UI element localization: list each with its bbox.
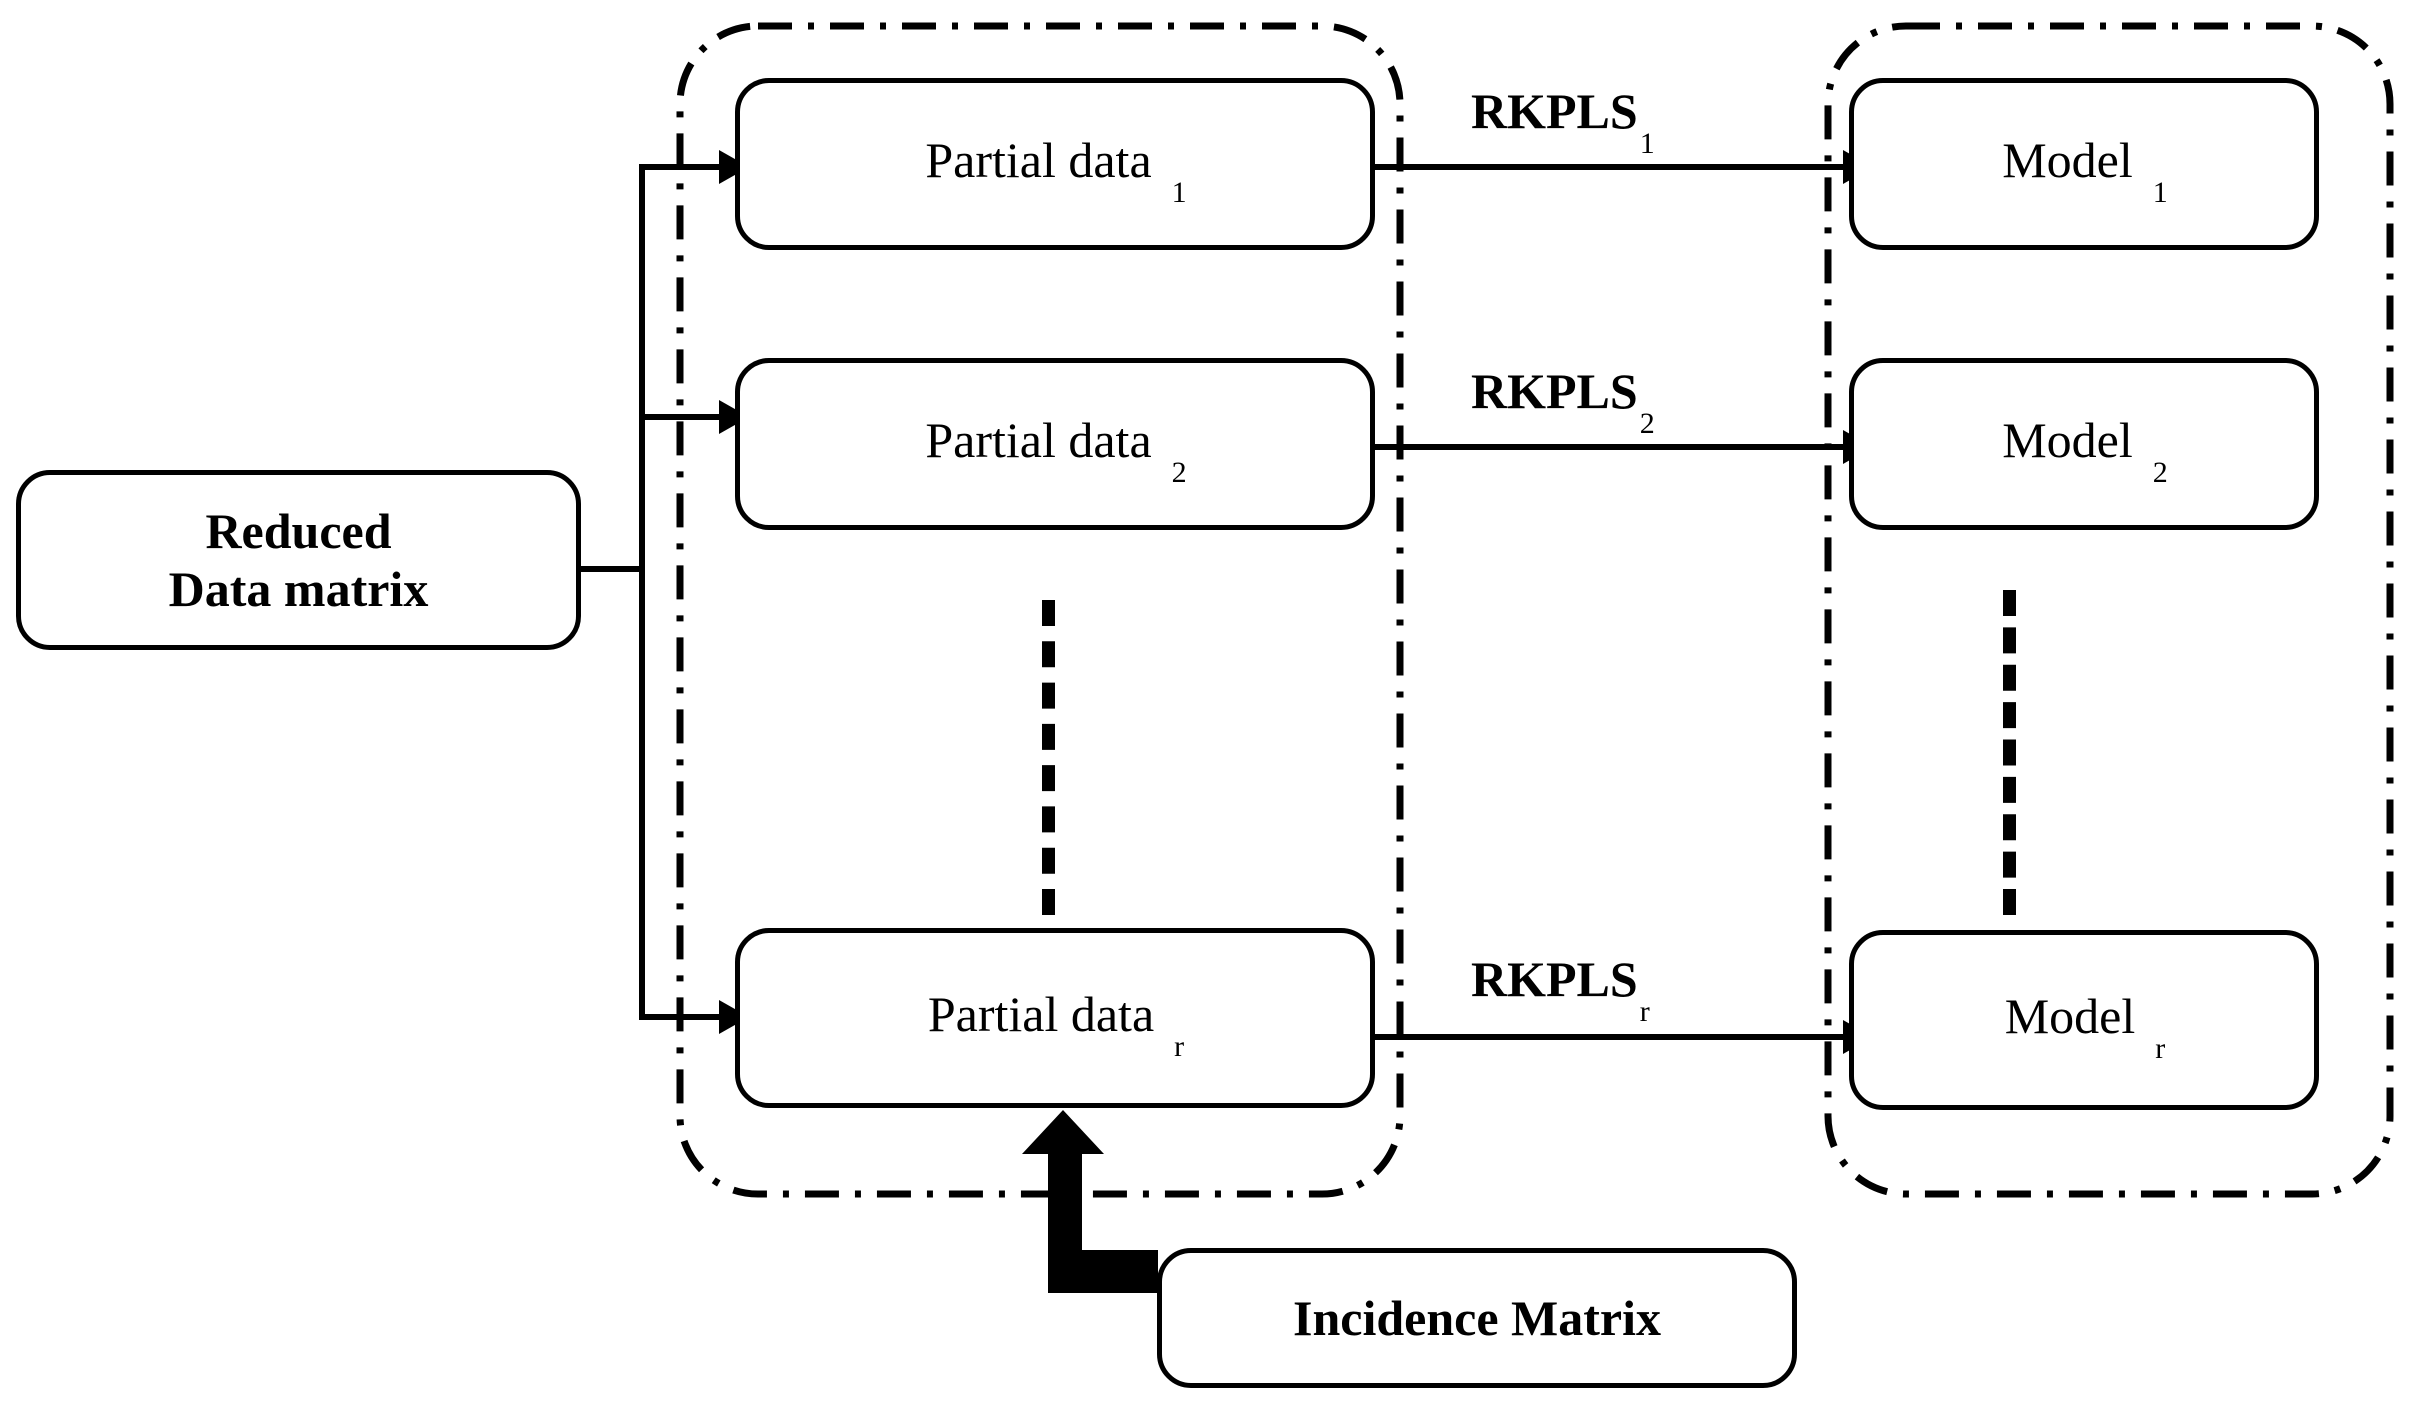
partial-data-box-1[interactable]: Partial data1 (735, 78, 1375, 250)
model-label-1: Model1 (2002, 132, 2168, 210)
reduced-data-matrix-label: Reduced Data matrix (169, 502, 429, 618)
rkpls-line-r (1371, 1034, 1871, 1040)
model-box-2[interactable]: Model2 (1849, 358, 2319, 530)
rkpls-subscript-1: 1 (1639, 127, 1655, 160)
model-subscript-r: r (2155, 1032, 2166, 1066)
partial-data-subscript-r: r (1174, 1030, 1185, 1064)
input-stub-line (581, 566, 645, 572)
model-label-2: Model2 (2002, 412, 2168, 490)
rkpls-line-2 (1371, 444, 1871, 450)
partial-data-label-r: Partial datar (927, 986, 1185, 1064)
reduced-data-matrix-line2: Data matrix (168, 561, 429, 617)
model-ellipsis (2003, 590, 2016, 915)
reduced-data-matrix-box[interactable]: Reduced Data matrix (16, 470, 581, 650)
partial-data-label-2: Partial data2 (925, 412, 1187, 490)
partial-data-label-1: Partial data1 (925, 132, 1187, 210)
rkpls-label-1: RKPLS1 (1471, 83, 1655, 160)
rkpls-subscript-2: 2 (1639, 407, 1655, 440)
incidence-matrix-arrow (1022, 1110, 1158, 1293)
rkpls-label-r: RKPLSr (1471, 951, 1650, 1028)
model-label-r: Modelr (2004, 988, 2166, 1066)
model-subscript-2: 2 (2152, 456, 2168, 490)
model-subscript-1: 1 (2152, 176, 2168, 210)
partial-data-box-2[interactable]: Partial data2 (735, 358, 1375, 530)
reduced-data-matrix-line1: Reduced (205, 503, 392, 559)
partial-data-ellipsis (1042, 600, 1055, 915)
rkpls-label-2: RKPLS2 (1471, 363, 1655, 440)
incidence-matrix-label: Incidence Matrix (1293, 1290, 1661, 1346)
model-box-r[interactable]: Modelr (1849, 930, 2319, 1110)
fanout-trunk-line (639, 167, 645, 1017)
partial-data-box-r[interactable]: Partial datar (735, 928, 1375, 1108)
rkpls-subscript-r: r (1639, 995, 1650, 1028)
partial-data-subscript-1: 1 (1171, 176, 1187, 210)
incidence-arrow-shape (1022, 1110, 1158, 1293)
rkpls-line-1 (1371, 164, 1871, 170)
incidence-matrix-box[interactable]: Incidence Matrix (1157, 1248, 1797, 1388)
model-box-1[interactable]: Model1 (1849, 78, 2319, 250)
partial-data-subscript-2: 2 (1171, 456, 1187, 490)
